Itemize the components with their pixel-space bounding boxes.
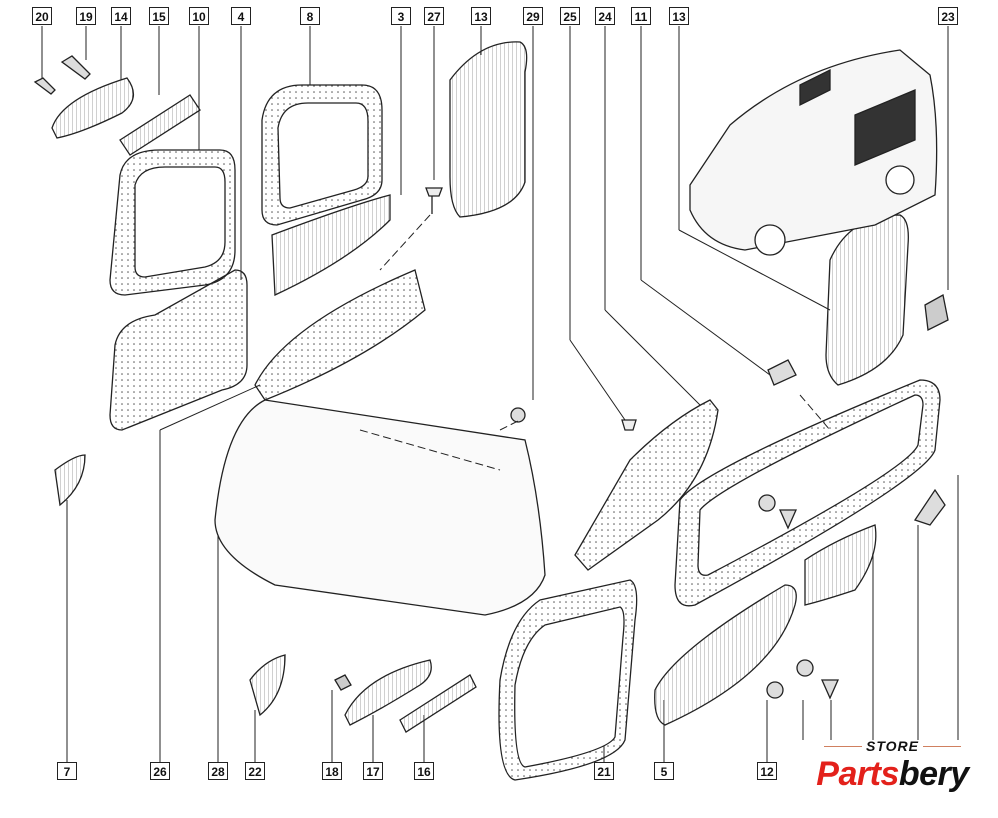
callout-label: 17 bbox=[363, 762, 383, 780]
logo-brand-black: bery bbox=[898, 755, 969, 793]
callout-label: 23 bbox=[938, 7, 958, 25]
callout-label: 4 bbox=[231, 7, 251, 25]
logo-brand-red: Parts bbox=[816, 755, 899, 793]
logo-store-text: STORE bbox=[866, 738, 919, 754]
logo-store-row: STORE bbox=[805, 738, 980, 756]
callout-label: 15 bbox=[149, 7, 169, 25]
callout-label: 24 bbox=[595, 7, 615, 25]
callout-label: 28 bbox=[208, 762, 228, 780]
callout-label: 25 bbox=[560, 7, 580, 25]
callout-label: 27 bbox=[424, 7, 444, 25]
callout-label: 26 bbox=[150, 762, 170, 780]
callout-label: 14 bbox=[111, 7, 131, 25]
callout-label: 20 bbox=[32, 7, 52, 25]
callout-label: 13 bbox=[471, 7, 491, 25]
callout-label: 7 bbox=[57, 762, 77, 780]
callout-label: 19 bbox=[76, 7, 96, 25]
callout-label: 16 bbox=[414, 762, 434, 780]
callout-label: 5 bbox=[654, 762, 674, 780]
callout-label: 21 bbox=[594, 762, 614, 780]
leader-lines bbox=[41, 26, 959, 762]
callout-label: 10 bbox=[189, 7, 209, 25]
callout-label: 11 bbox=[631, 7, 651, 25]
callout-label: 22 bbox=[245, 762, 265, 780]
parts bbox=[33, 41, 949, 781]
logo-brand: Partsbery bbox=[805, 756, 980, 792]
partsbery-logo: STORE Partsbery bbox=[805, 738, 980, 798]
callout-label: 18 bbox=[322, 762, 342, 780]
callout-label: 8 bbox=[300, 7, 320, 25]
callout-label: 29 bbox=[523, 7, 543, 25]
callout-label: 12 bbox=[757, 762, 777, 780]
callout-label: 13 bbox=[669, 7, 689, 25]
callout-label: 3 bbox=[391, 7, 411, 25]
